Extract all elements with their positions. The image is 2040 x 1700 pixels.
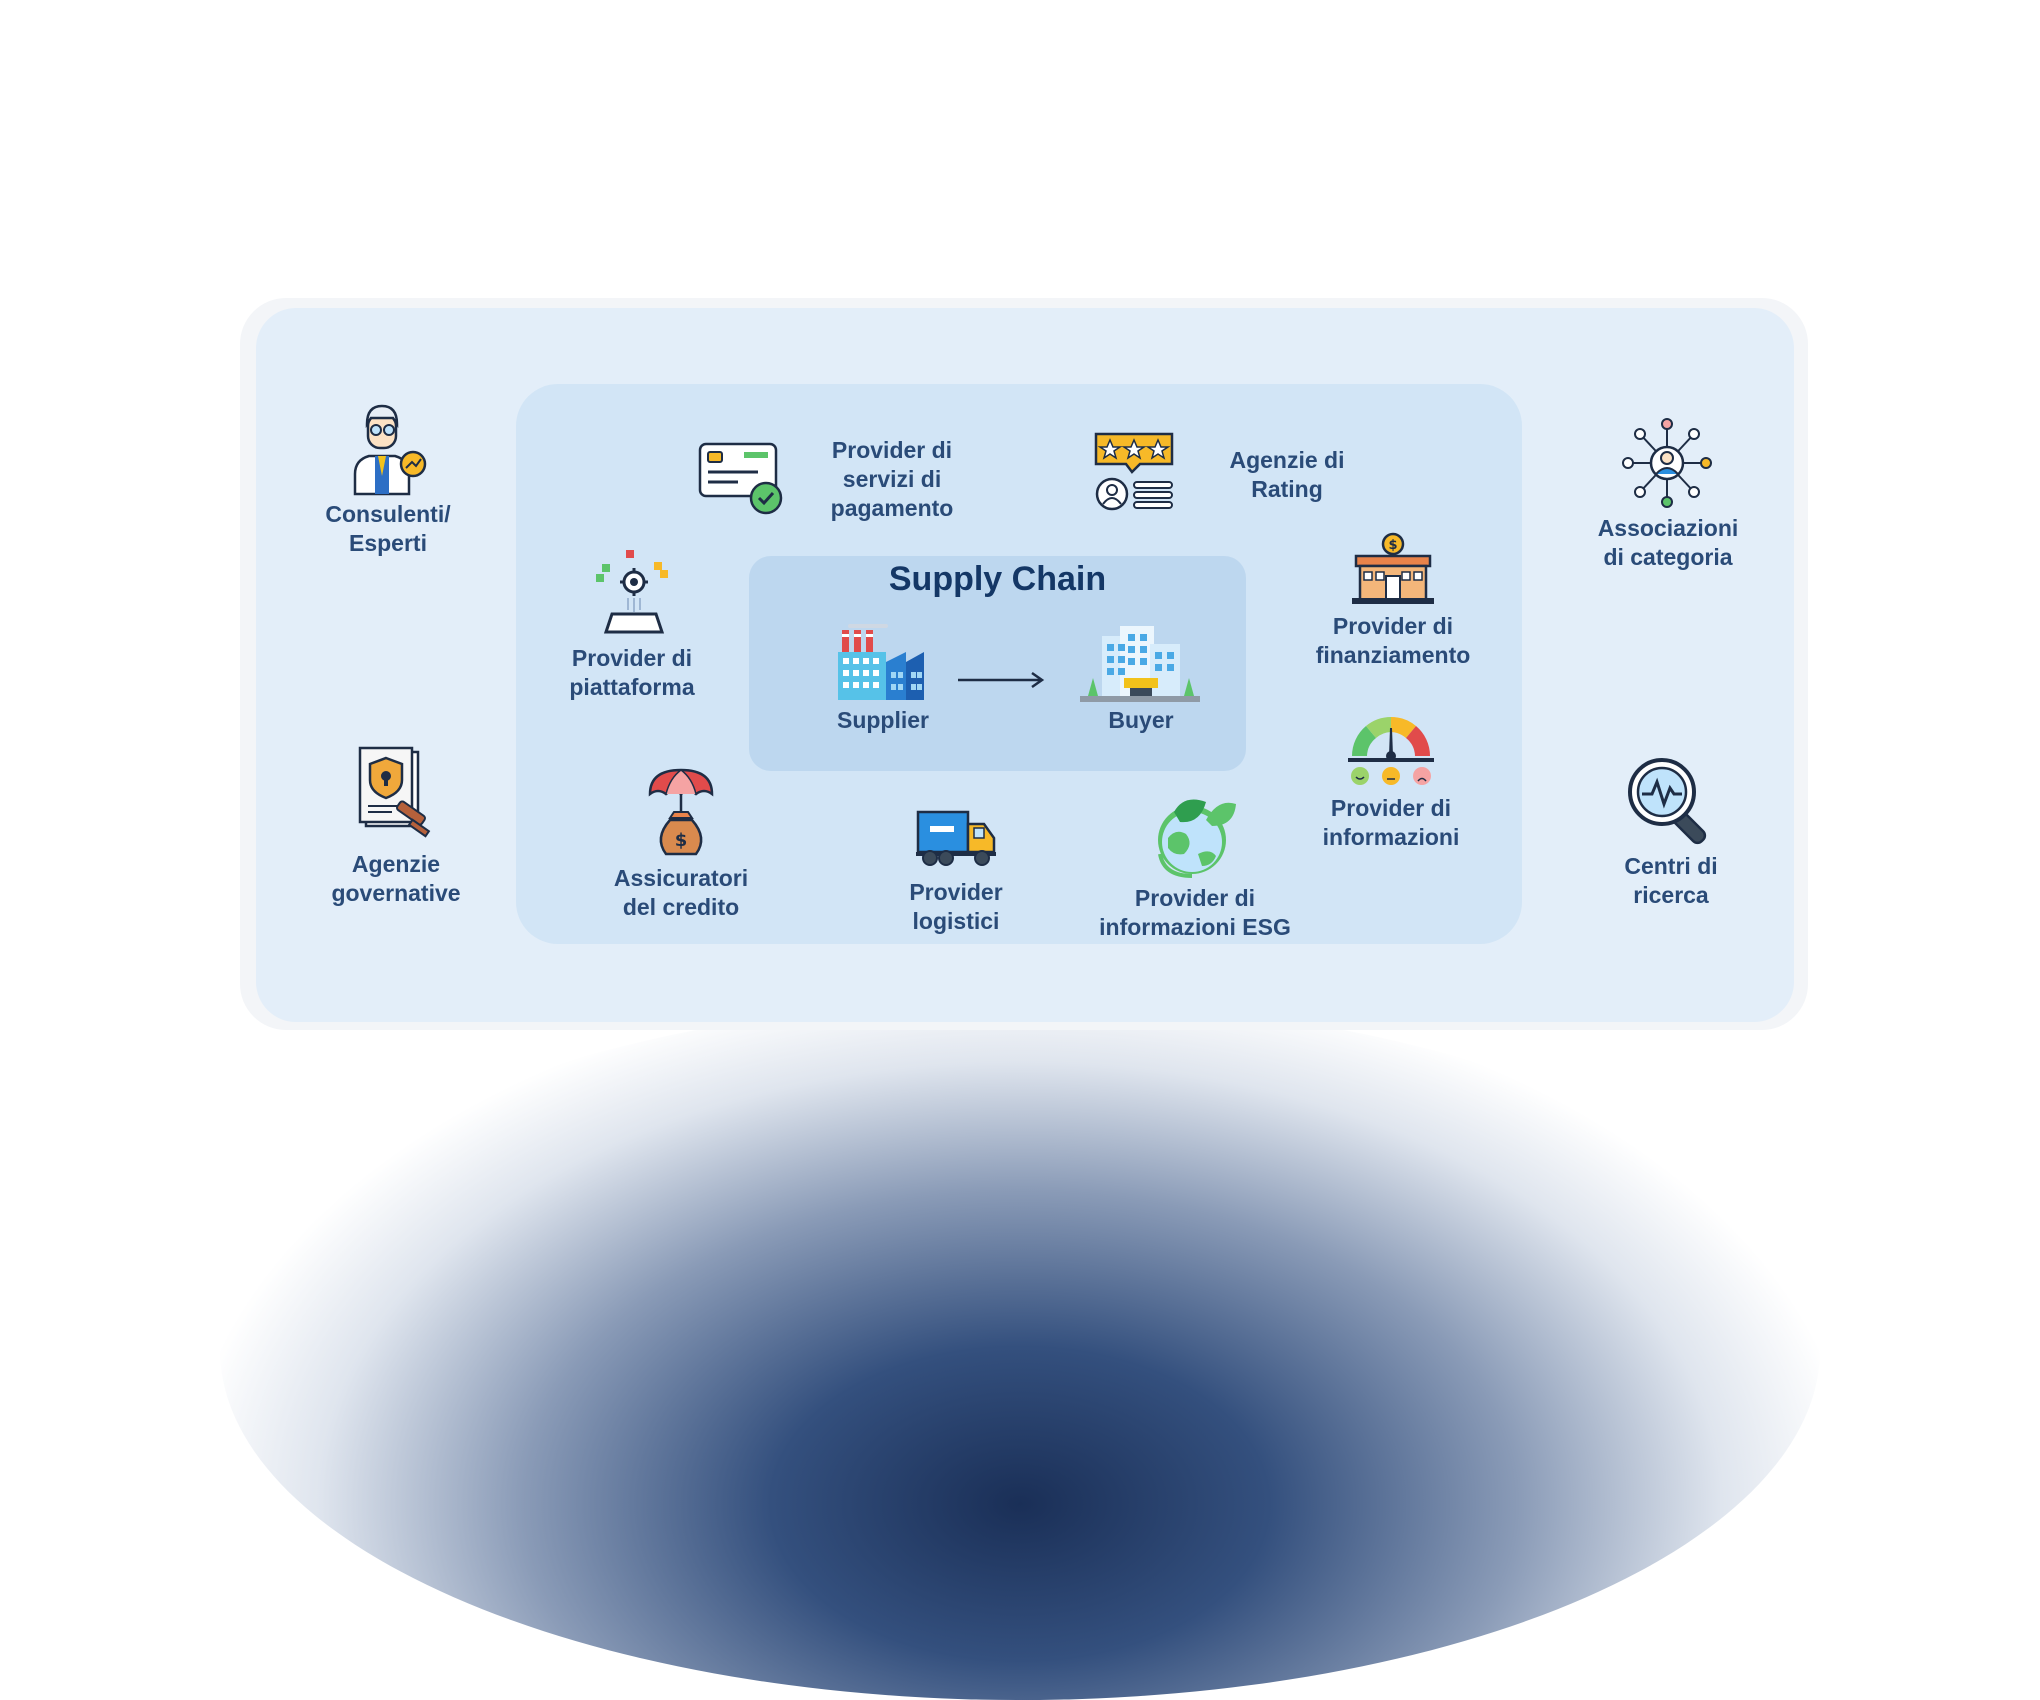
arrow-icon [956,670,1046,690]
gauge-icon [1346,712,1436,790]
esg-globe-icon [1154,794,1240,880]
consultant-icon [347,404,431,496]
svg-text:$: $ [675,830,688,851]
rating-icon [1092,430,1178,514]
government-document-icon [358,746,438,838]
buyer-label: Buyer [1108,707,1174,733]
research-magnifier-icon [1626,756,1718,848]
svg-text:$: $ [1388,538,1397,553]
supply-chain-title: Supply Chain [888,560,1107,598]
payment-card-icon [698,440,788,516]
supplier-label: Supplier [836,707,929,733]
factory-icon [836,622,926,702]
bank-icon: $ [1352,532,1434,604]
network-association-icon [1622,418,1712,508]
buildings-icon [1080,622,1200,704]
platform-icon [592,550,678,636]
background-glow [220,1000,1820,1700]
credit-insurance-icon: $ [648,768,714,860]
consulenti-label: Consulenti/Esperti [325,501,451,556]
truck-icon [916,808,996,868]
